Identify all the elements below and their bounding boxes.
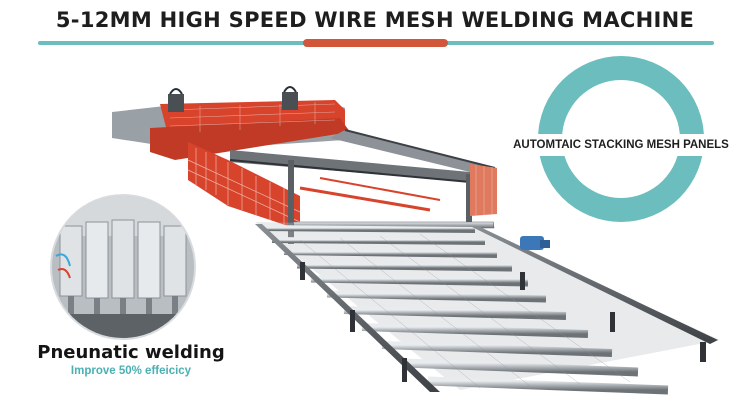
stacking-frame bbox=[229, 129, 497, 244]
title-underline-accent bbox=[303, 39, 448, 47]
inset-caption: Pneunatic welding bbox=[37, 342, 225, 363]
red-safety-fence bbox=[187, 142, 301, 230]
badge-bottom-text: less worker need bbox=[580, 170, 662, 181]
pneumatic-closeup-photo bbox=[52, 196, 194, 338]
roller-set bbox=[261, 225, 669, 395]
machine-photo bbox=[112, 86, 720, 395]
badge-top-text: AUTOMATIC LINE bbox=[578, 113, 664, 124]
inset-subcaption: Improve 50% effeicicy bbox=[70, 365, 192, 377]
badge-band-text: AUTOMTAIC STACKING MESH PANELS bbox=[510, 134, 732, 156]
page-title: 5-12MM HIGH SPEED WIRE MESH WELDING MACH… bbox=[55, 8, 695, 32]
roller-conveyor bbox=[255, 221, 720, 395]
pneumatic-cylinders bbox=[59, 219, 187, 320]
welder-body bbox=[112, 86, 350, 160]
